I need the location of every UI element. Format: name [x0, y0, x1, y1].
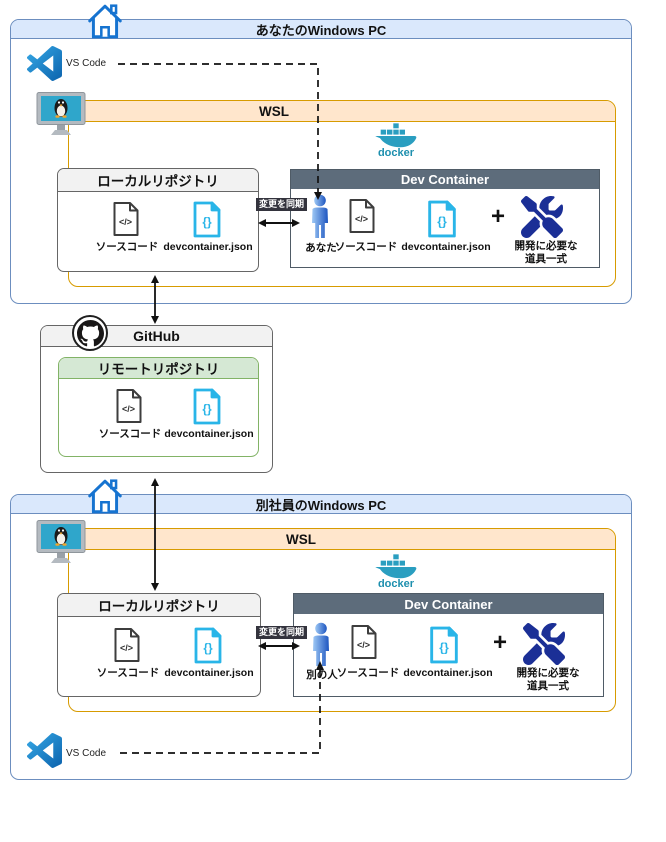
pc2-wsl-header: WSL [69, 529, 615, 550]
github-title: GitHub [133, 328, 180, 344]
tools-label-line2: 道具一式 [527, 680, 569, 692]
remote-repo-header: リモートリポジトリ [59, 358, 258, 379]
pc1-dev-container-title: Dev Container [400, 172, 490, 187]
docker-icon: docker [366, 122, 426, 159]
sync-edge-label: 変更を同期 [256, 626, 308, 639]
source-file-icon: </> [350, 624, 378, 660]
plus-sign: + [492, 629, 507, 656]
pc1-title: あなたのWindows PC [255, 22, 387, 38]
docker-label: docker [377, 578, 415, 590]
svg-text:{}: {} [202, 402, 212, 416]
home-icon [86, 477, 124, 517]
source-file-label: ソースコード [95, 241, 159, 253]
svg-text:</>: </> [357, 640, 370, 650]
vscode-icon [27, 46, 62, 81]
pc2-dev-container-header: Dev Container [294, 594, 603, 614]
json-file-label: devcontainer.json [164, 428, 254, 440]
tools-icon [521, 623, 567, 665]
json-file-icon: {} [193, 627, 223, 664]
pc1-local-repo-title: ローカルリポジトリ [97, 174, 219, 189]
person-label: あなた [305, 242, 337, 254]
tools-label-line2: 道具一式 [525, 253, 567, 265]
sync-edge-label: 変更を同期 [256, 198, 308, 211]
pc2-dev-container-title: Dev Container [404, 596, 493, 612]
linux-monitor-icon [36, 92, 86, 138]
json-file-label: devcontainer.json [403, 667, 493, 679]
person-icon [310, 622, 332, 668]
svg-text:{}: {} [202, 215, 212, 229]
source-file-icon: </> [113, 627, 141, 663]
svg-text:</>: </> [119, 217, 132, 227]
home-icon [86, 2, 124, 42]
pc2-local-repo-title: ローカルリポジトリ [98, 599, 220, 614]
tools-label-line1: 開発に必要な [514, 240, 578, 252]
tools-icon [519, 196, 565, 238]
docker-label: docker [377, 147, 415, 159]
json-file-icon: {} [192, 388, 222, 425]
json-file-label: devcontainer.json [164, 667, 254, 679]
docker-icon: docker [366, 553, 426, 590]
tools-label-line1: 開発に必要な [516, 667, 580, 679]
plus-sign: + [490, 203, 505, 230]
github-octocat-icon [72, 315, 108, 351]
json-file-icon: {} [428, 626, 460, 664]
json-file-icon: {} [426, 200, 458, 238]
pc2-wsl-title: WSL [286, 532, 316, 547]
pc1-local-repo-header: ローカルリポジトリ [58, 169, 258, 192]
source-file-icon: </> [112, 201, 140, 237]
json-file-icon: {} [192, 201, 222, 238]
remote-repo-box: リモートリポジトリ [58, 357, 259, 457]
svg-text:{}: {} [437, 215, 447, 229]
svg-text:</>: </> [120, 643, 133, 653]
source-file-icon: </> [115, 388, 143, 424]
pc2-title: 別社員のWindows PC [255, 497, 387, 513]
pc2-local-repo-header: ローカルリポジトリ [58, 594, 260, 617]
pc1-dev-container-header: Dev Container [291, 170, 599, 189]
pc1-local-repo-box: ローカルリポジトリ [57, 168, 259, 272]
pc1-wsl-title: WSL [259, 104, 289, 119]
vscode-label: VS Code [66, 58, 107, 69]
vscode-icon [27, 733, 62, 768]
pc2-header: 別社員のWindows PC [11, 495, 631, 514]
pc1-header: あなたのWindows PC [11, 20, 631, 39]
svg-text:{}: {} [439, 641, 449, 655]
source-file-label: ソースコード [334, 241, 398, 253]
json-file-label: devcontainer.json [401, 241, 491, 253]
json-file-label: devcontainer.json [163, 241, 253, 253]
svg-text:</>: </> [122, 404, 135, 414]
svg-text:{}: {} [203, 641, 213, 655]
source-file-icon: </> [348, 198, 376, 234]
pc2-local-repo-box: ローカルリポジトリ [57, 593, 261, 697]
source-file-label: ソースコード [98, 428, 162, 440]
person-icon [309, 194, 331, 240]
linux-monitor-icon [36, 520, 86, 566]
remote-repo-title: リモートリポジトリ [97, 362, 220, 377]
svg-text:</>: </> [355, 214, 368, 224]
pc1-wsl-header: WSL [69, 101, 615, 122]
source-file-label: ソースコード [336, 667, 400, 679]
vscode-label: VS Code [66, 748, 107, 759]
